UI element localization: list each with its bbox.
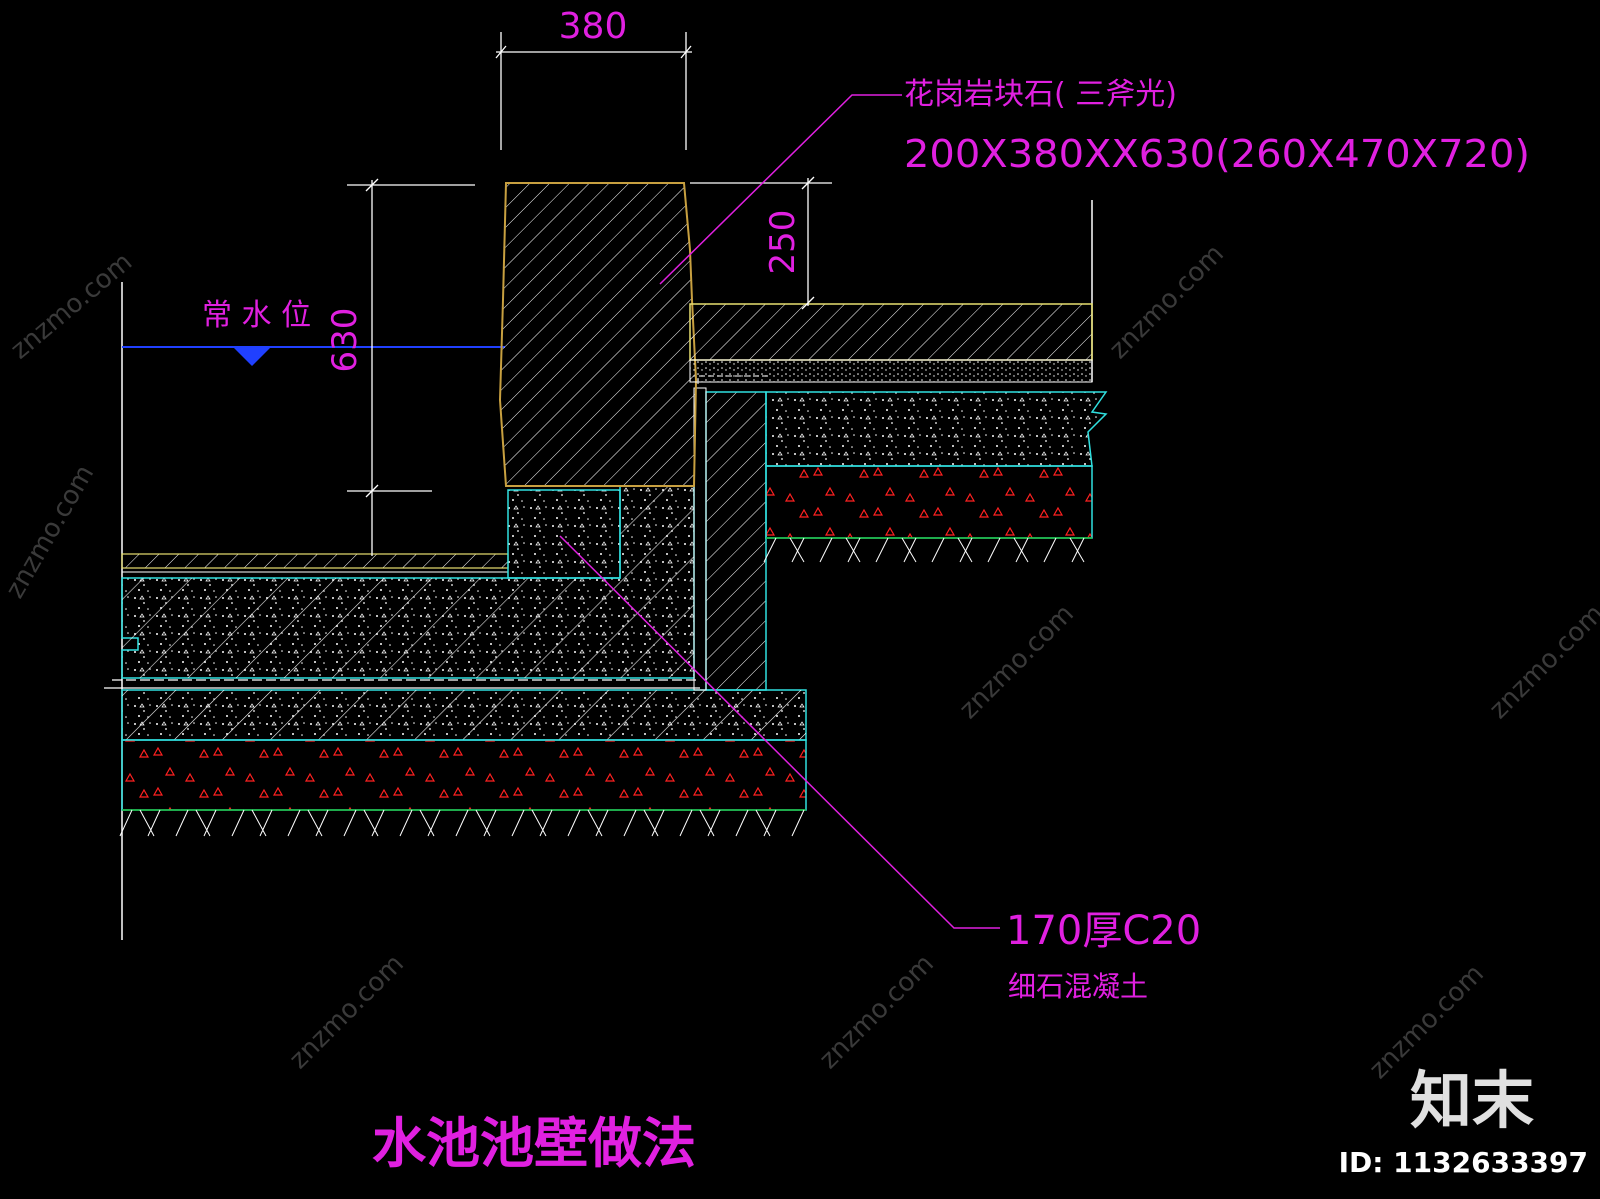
watermark-text: znzmo.com <box>284 949 410 1075</box>
paving-finish <box>689 303 1093 361</box>
stone-name-label: 花岗岩块石( 三斧光) <box>904 77 1177 112</box>
subgrade-hatch <box>119 809 805 837</box>
watermark-text: znzmo.com <box>1484 599 1600 725</box>
watermark-text: znzmo.com <box>0 460 100 603</box>
brand-logo: 知末 <box>1410 1064 1534 1137</box>
retaining-wall <box>705 391 767 691</box>
fine-concrete-block <box>507 489 621 579</box>
paving-subgrade-hatch <box>763 537 1085 563</box>
water-level-label: 常 水 位 <box>202 298 311 333</box>
bottom-slab-hatch <box>122 486 694 678</box>
concrete-name-label: 细石混凝土 <box>1008 970 1148 1003</box>
paving-concrete-base <box>765 391 1108 467</box>
watermark-text: znzmo.com <box>954 599 1080 725</box>
lower-cushion-hatch <box>122 690 806 740</box>
stone-leader-line <box>659 94 902 285</box>
watermark-text: znzmo.com <box>1104 239 1230 365</box>
dimension-stone-height <box>347 178 475 556</box>
dimension-stone-height-label: 630 <box>325 308 365 373</box>
gravel-layer <box>121 739 807 811</box>
watermark-text: znzmo.com <box>814 949 940 1075</box>
stone-size-label: 200X380XX630(260X470X720) <box>904 132 1530 176</box>
pool-bottom-finish <box>121 553 509 569</box>
dimension-top-width-label: 380 <box>559 6 628 47</box>
dimension-top-width <box>495 32 692 150</box>
id-text: ID: 1132633397 <box>1339 1146 1588 1179</box>
drawing-title: 水池池壁做法 <box>372 1112 696 1175</box>
granite-stone-block <box>498 182 698 487</box>
water-level-symbol <box>234 348 270 366</box>
concrete-leader-line <box>559 535 1000 929</box>
watermark-text: znzmo.com <box>5 247 138 365</box>
paving-mortar <box>689 359 1093 383</box>
dimension-step-height <box>690 176 832 310</box>
wall-outer-layer <box>693 387 707 691</box>
dimension-step-height-label: 250 <box>763 210 803 275</box>
paving-gravel <box>765 465 1093 539</box>
concrete-spec-label: 170厚C20 <box>1006 908 1201 954</box>
